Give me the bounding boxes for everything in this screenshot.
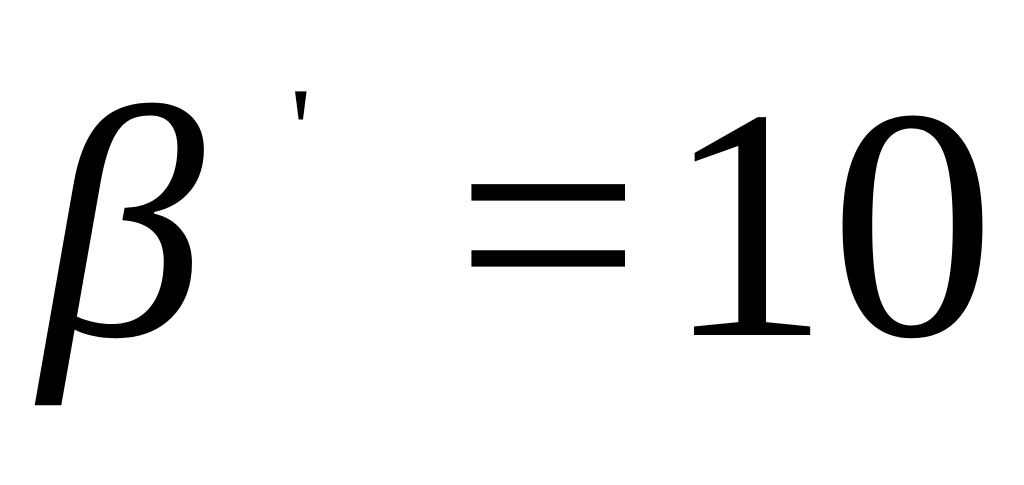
value: 10 bbox=[665, 42, 995, 407]
beta-symbol: β bbox=[40, 42, 205, 407]
equals-sign: = bbox=[455, 42, 642, 407]
prime-mark: ' bbox=[290, 63, 312, 196]
